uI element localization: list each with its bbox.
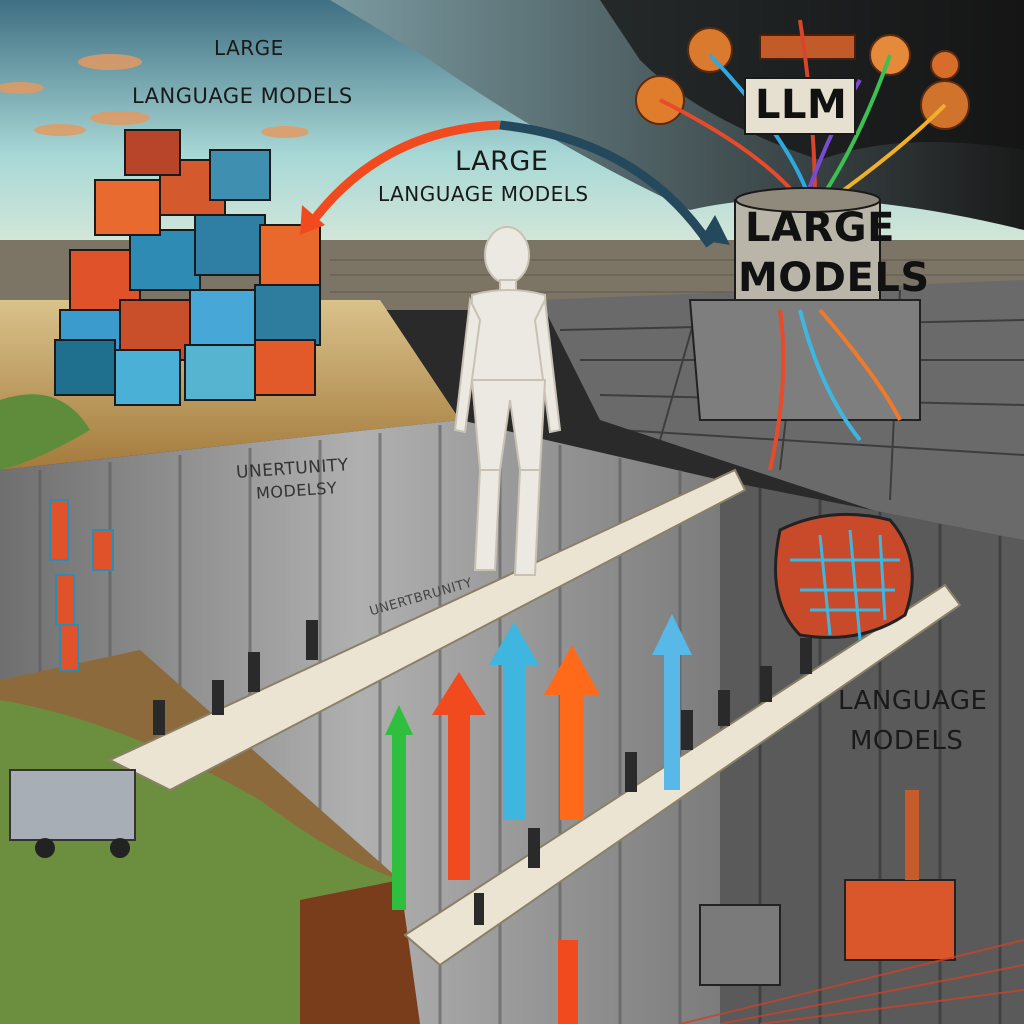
curved-arrow-right [499,120,714,248]
cloud-cluster [0,54,309,138]
label-large-top-left: LARGE [214,36,284,60]
left-greenery [0,394,90,470]
cliff-glyphs [49,499,114,671]
arrow-red [432,672,486,880]
label-large-right: LARGE [745,205,895,251]
label-language-right: LANGUAGE [838,686,988,716]
arrow-orange [544,645,600,820]
label-models-right-lower: MODELS [850,726,964,756]
tower-wires [768,308,902,471]
label-large-center: LARGE [455,146,549,177]
arrow-red-bottom [558,940,578,1024]
cliff-face-brown [300,880,420,1024]
tower-building [688,299,921,421]
figure [453,226,562,576]
grid-lines-bottom [679,939,1024,1024]
label-language-models-center: LANGUAGE MODELS [378,182,589,206]
label-llm: LLM [755,82,848,128]
arrow-green [385,705,413,910]
brain-tangle [774,512,914,641]
truck [9,769,136,858]
arrow-blue-2 [652,614,692,790]
blocks-cube [54,129,321,406]
label-models-right: MODELS [738,255,930,301]
curved-arrow-head-left [300,205,325,235]
label-language-models-top-left: LANGUAGE MODELS [132,84,353,108]
curved-arrow-head-right [700,215,730,245]
arrow-blue [489,622,539,820]
people [153,620,812,925]
curved-arrow [306,120,501,228]
factory [699,790,956,986]
llm-box [744,77,856,135]
